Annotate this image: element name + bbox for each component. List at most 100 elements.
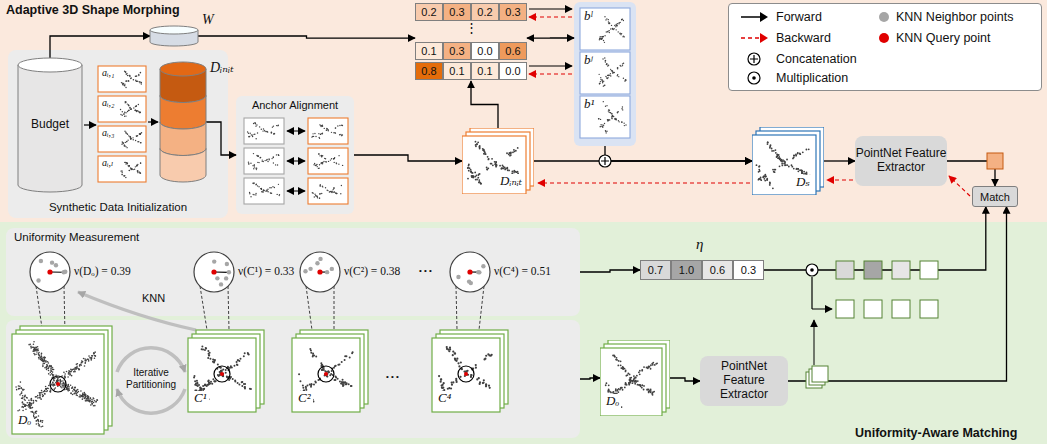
point xyxy=(93,402,95,404)
point xyxy=(207,357,209,359)
connector xyxy=(670,378,700,381)
point xyxy=(41,354,43,356)
point xyxy=(26,397,28,399)
value-cell: 0.1 xyxy=(443,62,471,80)
point xyxy=(335,127,336,128)
point xyxy=(472,176,474,178)
point xyxy=(71,375,73,377)
zoom-circle xyxy=(30,252,70,292)
point xyxy=(256,155,257,156)
point xyxy=(21,392,23,394)
point xyxy=(607,75,608,76)
point xyxy=(130,167,131,168)
point xyxy=(609,22,610,23)
point xyxy=(617,67,618,68)
point xyxy=(50,374,52,376)
point xyxy=(261,129,262,130)
point xyxy=(130,108,131,109)
point xyxy=(26,397,28,399)
point xyxy=(338,163,339,164)
image-frame xyxy=(308,148,348,174)
point xyxy=(87,397,89,399)
point xyxy=(470,374,472,376)
point xyxy=(139,81,140,82)
point xyxy=(40,426,42,428)
point xyxy=(237,359,239,361)
point xyxy=(278,155,279,156)
node-label: b¹ xyxy=(582,97,596,112)
point xyxy=(88,396,90,398)
point xyxy=(259,157,260,158)
point xyxy=(127,111,128,112)
point-cloud xyxy=(312,184,342,199)
point xyxy=(795,168,797,170)
point xyxy=(44,390,46,392)
point xyxy=(46,366,48,368)
value-cell: 0.3 xyxy=(499,3,527,21)
point xyxy=(138,171,139,172)
point xyxy=(220,367,222,369)
point xyxy=(458,365,460,367)
point xyxy=(141,83,142,84)
point xyxy=(120,170,121,171)
point xyxy=(612,391,614,393)
point xyxy=(64,377,66,379)
point xyxy=(607,65,608,66)
point xyxy=(129,170,130,171)
point xyxy=(33,349,35,351)
point xyxy=(608,23,609,24)
point xyxy=(123,113,124,114)
point xyxy=(770,144,772,146)
point xyxy=(255,123,256,124)
point xyxy=(598,118,599,119)
point xyxy=(250,196,251,197)
point xyxy=(247,131,248,132)
point xyxy=(611,113,612,114)
point xyxy=(639,373,641,375)
point xyxy=(479,147,481,149)
point xyxy=(60,386,62,388)
value-cell: 0.0 xyxy=(499,62,527,80)
point xyxy=(236,364,238,366)
point xyxy=(774,169,776,171)
point xyxy=(131,77,132,78)
arrow xyxy=(287,131,305,132)
point xyxy=(648,392,650,394)
point xyxy=(328,161,329,162)
point xyxy=(313,164,314,165)
point xyxy=(765,176,767,178)
point xyxy=(611,117,612,118)
point xyxy=(48,370,50,372)
point xyxy=(35,411,37,413)
point xyxy=(84,395,86,397)
point xyxy=(608,119,609,120)
knn-neighbor xyxy=(303,269,307,273)
point xyxy=(277,125,278,126)
zoom-circle xyxy=(450,252,490,292)
panel: Uniformity-Aware MatchingUniformity Meas… xyxy=(0,222,1047,444)
point xyxy=(29,402,31,404)
point xyxy=(37,350,39,352)
point xyxy=(43,359,45,361)
point xyxy=(315,136,316,137)
point xyxy=(22,403,24,405)
image-frame xyxy=(462,136,526,194)
knn-query xyxy=(467,269,472,274)
point xyxy=(263,128,264,129)
point xyxy=(124,162,125,163)
point xyxy=(196,380,198,382)
point xyxy=(53,369,55,371)
cycle-arrow xyxy=(117,389,185,413)
point xyxy=(35,420,37,422)
point xyxy=(249,388,251,390)
point xyxy=(247,352,249,354)
point xyxy=(335,193,336,194)
point xyxy=(214,380,216,382)
point xyxy=(784,160,786,162)
point xyxy=(264,130,265,131)
point xyxy=(454,357,456,359)
point xyxy=(89,357,91,359)
point xyxy=(771,150,773,152)
point xyxy=(262,159,263,160)
point xyxy=(276,194,277,195)
